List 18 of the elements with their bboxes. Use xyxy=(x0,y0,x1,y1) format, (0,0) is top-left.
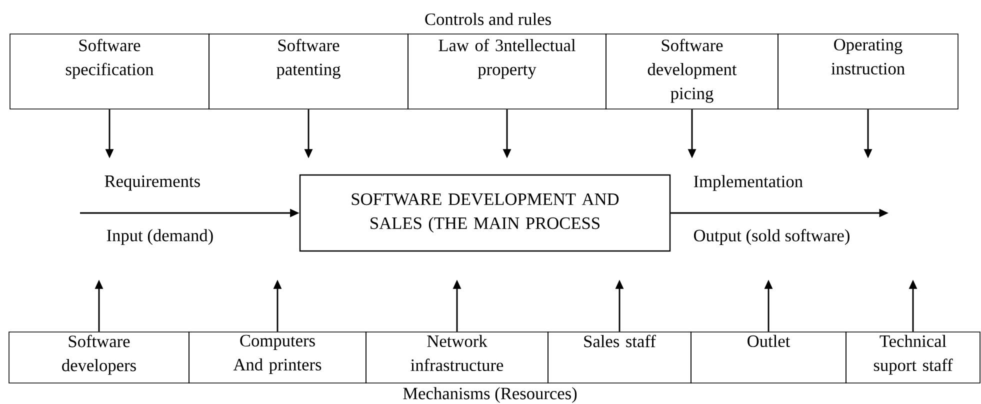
arrow-label: Implementation xyxy=(694,175,803,191)
control-cell: Operating instruction xyxy=(778,34,958,110)
group-heading: Mechanisms (Resources) xyxy=(403,387,577,403)
group-heading: Controls and rules xyxy=(425,12,551,26)
mechanism-cell: Network infrastructure xyxy=(366,332,548,384)
arrow-label: Input (demand) xyxy=(106,229,213,245)
control-cell: Software specification xyxy=(10,34,210,110)
mechanism-cell: Computers And printers xyxy=(188,332,366,384)
mechanism-cell: Outlet xyxy=(690,332,846,384)
mechanism-cell: Software developers xyxy=(8,332,190,384)
mechanism-cell: Technical suport staff xyxy=(846,332,980,384)
control-cell: Law of 3ntellectual property xyxy=(408,34,606,110)
control-cell: Software development picing xyxy=(606,34,778,110)
control-cell: Software patenting xyxy=(208,34,408,110)
process-box: SOFTWARE DEVELOPMENT AND SALES (THE MAIN PROCESS xyxy=(299,174,671,252)
mechanism-cell: Sales staff xyxy=(548,332,692,384)
arrow-label: Output (sold software) xyxy=(694,229,850,245)
arrow-label: Requirements xyxy=(104,175,200,191)
